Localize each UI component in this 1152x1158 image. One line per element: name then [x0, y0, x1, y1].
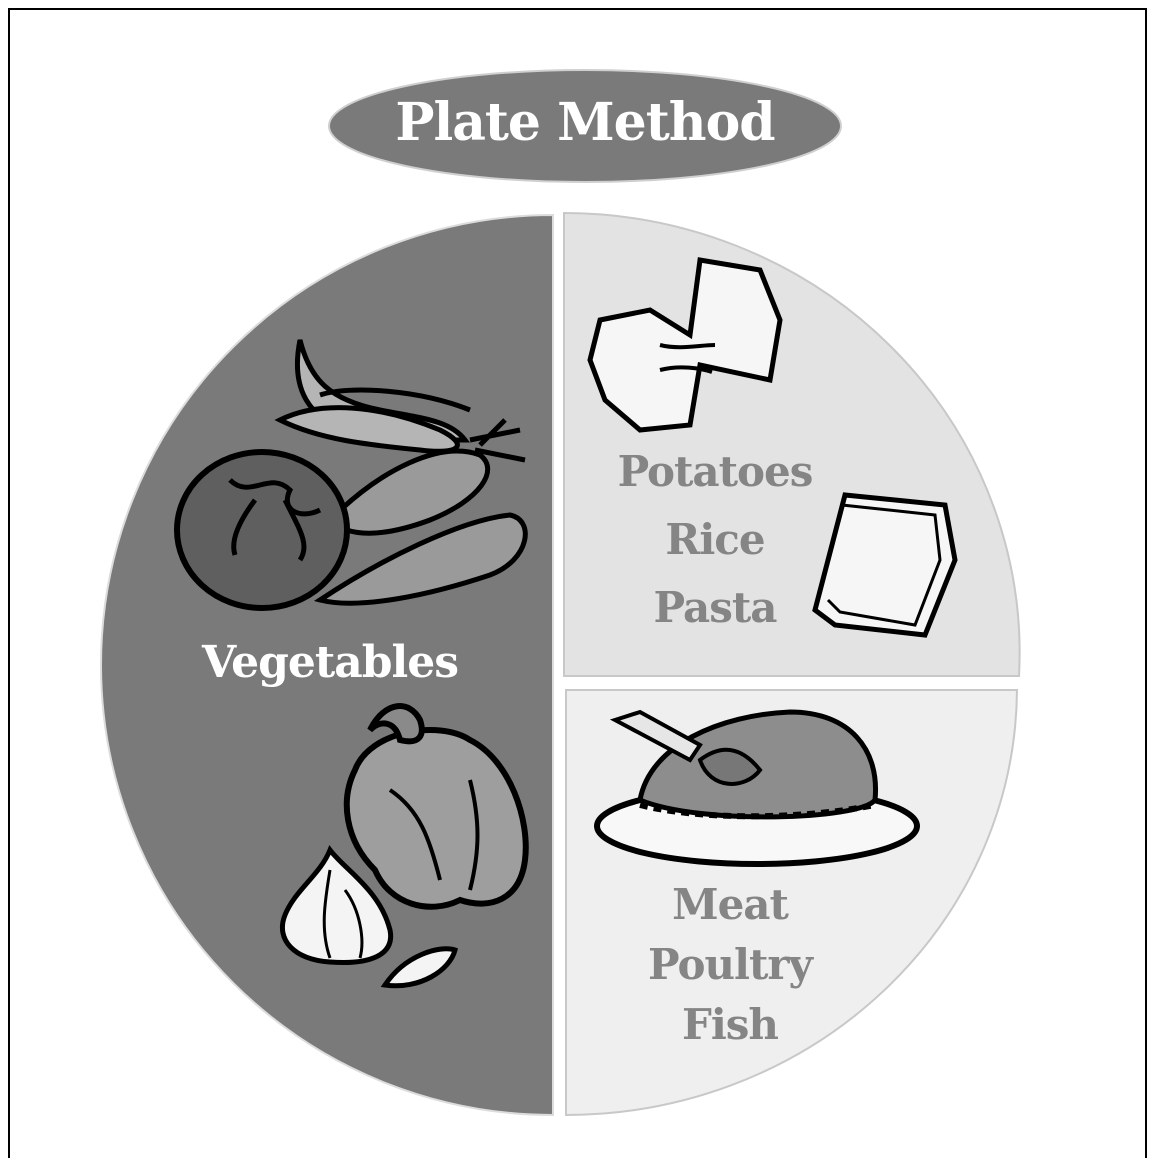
- starches-label-potatoes: Potatoes: [560, 447, 870, 496]
- vegetables-label: Vegetables: [150, 637, 510, 688]
- starches-label-pasta: Pasta: [560, 583, 870, 632]
- starches-label-rice: Rice: [560, 515, 870, 564]
- proteins-label-fish: Fish: [580, 1000, 880, 1049]
- page-title: Plate Method: [330, 92, 840, 153]
- proteins-label-poultry: Poultry: [580, 940, 880, 989]
- proteins-label-meat: Meat: [580, 880, 880, 929]
- tomato-icon: [177, 452, 347, 608]
